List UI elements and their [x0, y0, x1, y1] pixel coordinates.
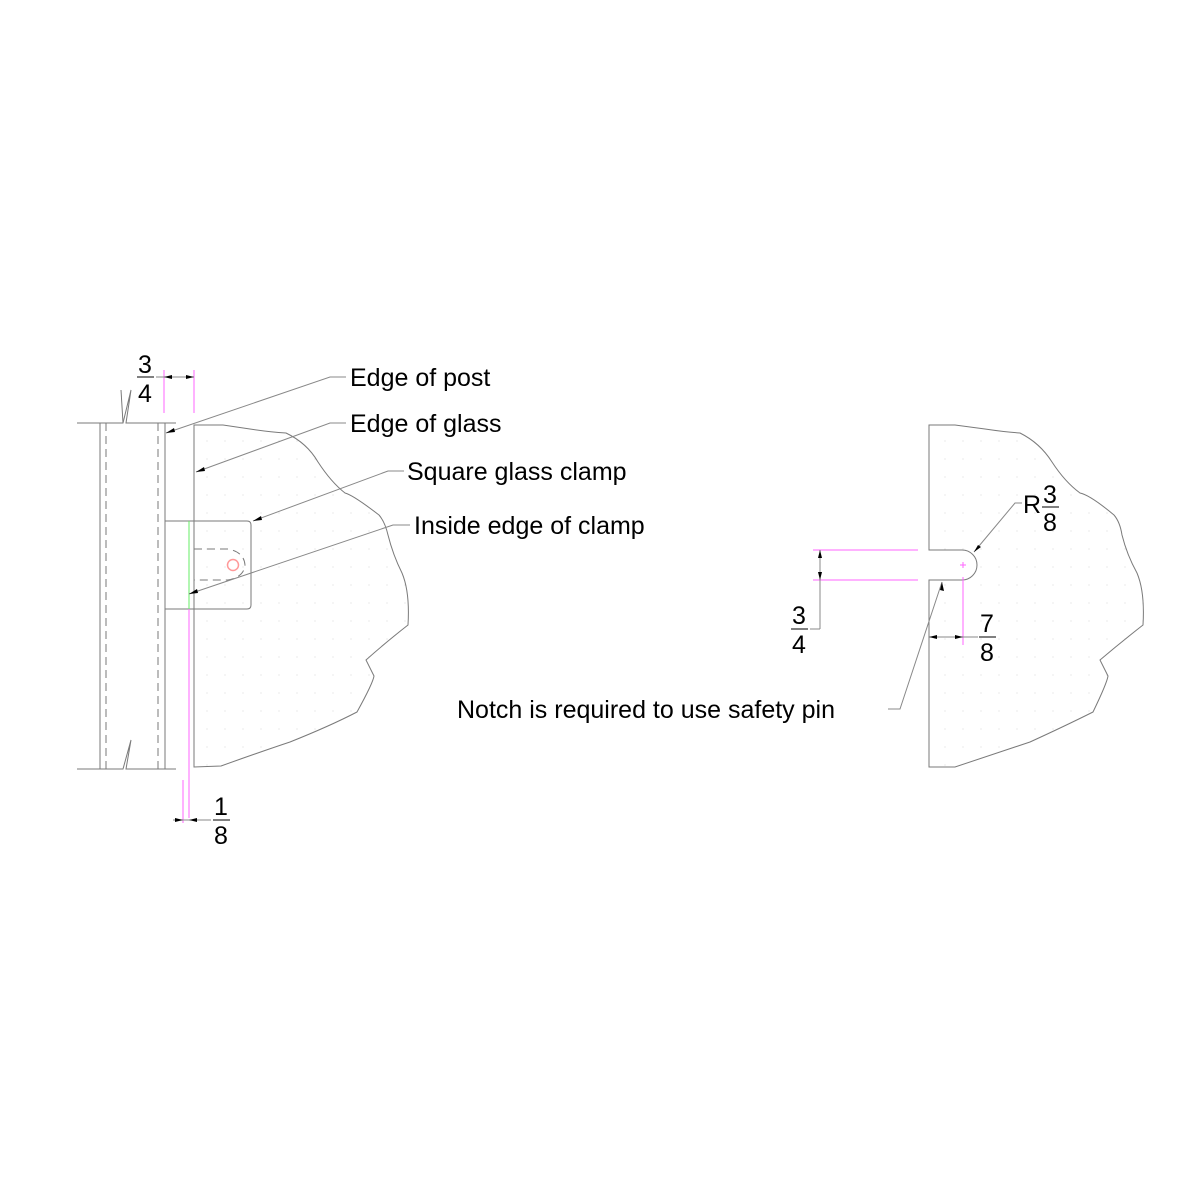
square-glass-clamp [165, 520, 252, 610]
leaders [165, 376, 410, 595]
glass-panel [193, 424, 409, 768]
radius-prefix: R [1023, 491, 1041, 519]
label-square-glass-clamp: Square glass clamp [407, 458, 627, 486]
dim-glass-gap: 1 8 [173, 793, 230, 850]
safety-pin-icon [226, 558, 240, 572]
dim-numerator: 7 [980, 610, 994, 638]
dim-numerator: 3 [792, 602, 806, 630]
label-notch-note: Notch is required to use safety pin [457, 696, 835, 724]
label-inside-edge-of-clamp: Inside edge of clamp [414, 512, 645, 540]
dim-numerator: 3 [138, 351, 152, 379]
dim-denominator: 8 [1043, 509, 1057, 537]
label-edge-of-glass: Edge of glass [350, 410, 502, 438]
post [77, 389, 176, 770]
dim-denominator: 4 [138, 380, 152, 408]
right-detail: 3 4 7 8 R 3 8 Notch is required to use s… [457, 424, 1144, 768]
dim-notch-width: 3 4 [791, 550, 822, 659]
glass-panel-notched [928, 424, 1144, 768]
dim-denominator: 4 [792, 631, 806, 659]
dim-notch-radius: R 3 8 [973, 481, 1059, 553]
label-edge-of-post: Edge of post [350, 364, 490, 392]
left-detail: 3 4 1 8 Edge of post Edge of glass S [77, 351, 645, 850]
dim-notch-depth: 7 8 [929, 610, 996, 667]
dim-denominator: 8 [980, 639, 994, 667]
dim-numerator: 1 [214, 793, 228, 821]
dim-post-offset: 3 4 [137, 351, 194, 408]
dim-numerator: 3 [1043, 481, 1057, 509]
dim-denominator: 8 [214, 822, 228, 850]
